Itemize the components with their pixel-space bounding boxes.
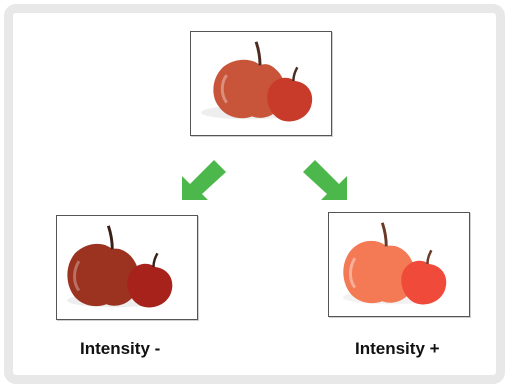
arrow-down-left-icon: [178, 150, 242, 202]
intensity-plus-label: Intensity +: [355, 339, 440, 359]
intensity-minus-thumbnail: [56, 215, 198, 320]
original-image-thumbnail: [190, 31, 332, 136]
intensity-minus-label: Intensity -: [80, 339, 160, 359]
intensity-plus-thumbnail: [328, 212, 470, 317]
apples-icon: [191, 32, 331, 135]
apples-icon: [57, 216, 197, 319]
arrow-down-right-icon: [287, 150, 351, 202]
apples-icon: [329, 213, 469, 316]
